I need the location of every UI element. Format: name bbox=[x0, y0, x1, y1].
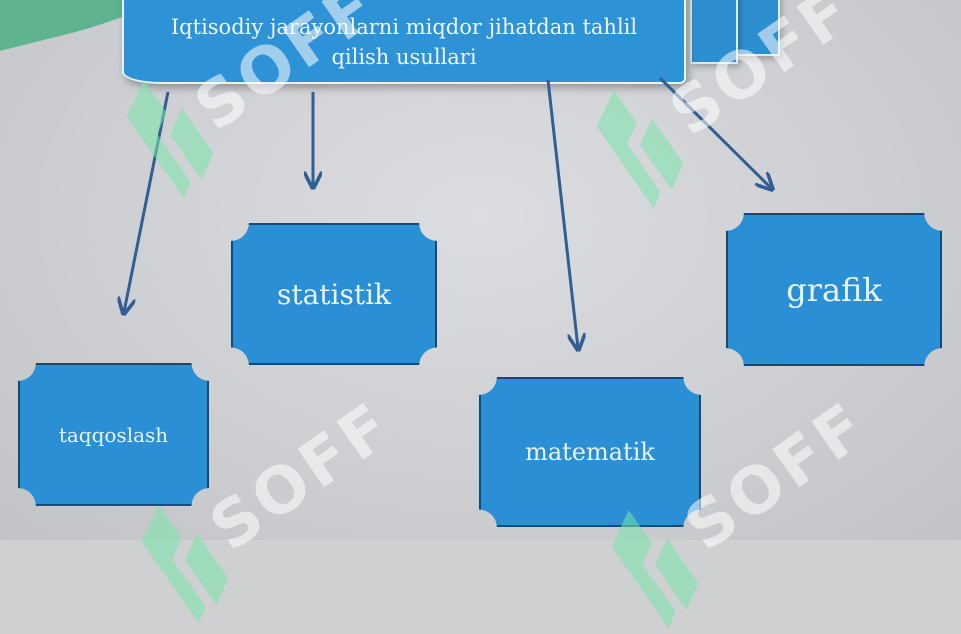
watermark-logo-icon bbox=[141, 505, 229, 624]
node-statistik-label: statistik bbox=[276, 277, 392, 311]
arrow-to-matematik bbox=[546, 79, 578, 348]
title-stack-layer-2 bbox=[690, 0, 738, 64]
node-taqqoslash-label: taqqoslash bbox=[58, 422, 169, 447]
node-statistik: statistik bbox=[231, 223, 437, 365]
title-text: Iqtisodiy jarayonlarni miqdor jihatdan t… bbox=[170, 15, 638, 69]
arrow-to-grafik bbox=[658, 76, 771, 188]
arrows-layer bbox=[0, 76, 961, 540]
node-matematik: matematik bbox=[479, 377, 701, 527]
node-taqqoslash: taqqoslash bbox=[18, 363, 209, 506]
watermark-logo-icon bbox=[596, 90, 684, 209]
node-grafik-label: grafik bbox=[786, 270, 882, 309]
node-matematik-label: matematik bbox=[525, 438, 655, 466]
title-banner: Iqtisodiy jarayonlarni miqdor jihatdan t… bbox=[122, 0, 686, 84]
watermark-logo-icon bbox=[126, 80, 214, 199]
arrow-to-taqqoslash bbox=[124, 91, 170, 312]
node-grafik: grafik bbox=[726, 213, 942, 366]
